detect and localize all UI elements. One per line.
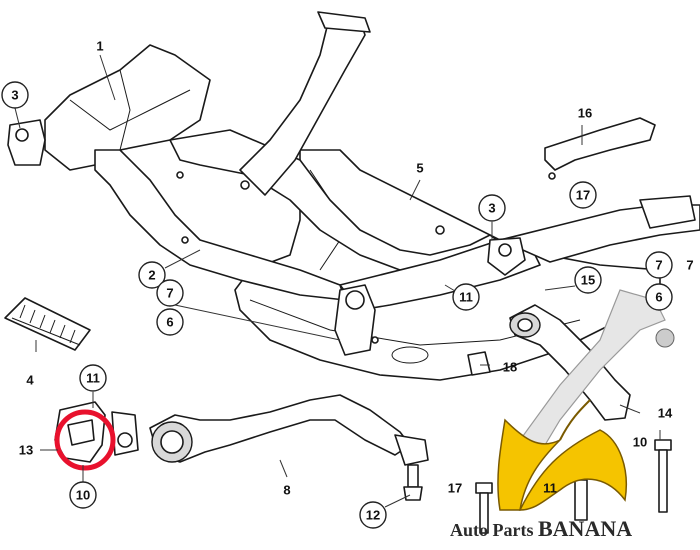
control-arm-8 [149,394,429,501]
label-part-11-center: 11 [459,290,473,305]
label-part-1: 1 [96,39,103,54]
label-part-5: 5 [416,161,423,176]
bracket-16 [544,117,656,180]
label-part-18: 18 [503,360,517,375]
label-part-6-right: 6 [655,290,662,305]
callouts: 1 3 5 3 16 17 2 7 6 4 11 13 10 8 12 11 1… [1,39,694,529]
label-part-14: 14 [658,406,673,421]
label-part-15: 15 [581,273,595,288]
label-part-11-left: 11 [86,371,100,386]
label-part-7-right: 7 [655,258,662,273]
label-part-13: 13 [19,443,33,458]
label-part-12: 12 [366,508,380,523]
watermark-logo: Auto Parts BANANA [450,289,675,541]
highlight-circle [54,409,116,471]
label-part-6-left: 6 [166,315,173,330]
label-part-17-top: 17 [576,188,590,203]
svg-text:Auto Parts BANANA: Auto Parts BANANA [450,516,632,541]
bolt-10 [654,439,672,513]
bushing-18 [467,351,491,376]
label-part-10-left: 10 [76,488,90,503]
label-part-16: 16 [578,106,592,121]
brand-prefix: Auto Parts [450,520,538,540]
front-axle-carrier [7,11,700,356]
label-part-11-bottom: 11 [543,481,557,496]
bushing-bracket-13 [54,401,139,471]
label-part-4: 4 [26,373,34,388]
label-part-2: 2 [148,268,155,283]
brand-main: BANANA [538,516,632,541]
label-part-8: 8 [283,483,290,498]
label-part-10-right: 10 [633,435,647,450]
bolt-17 [475,482,493,534]
label-part-7-edge: 7 [686,258,693,273]
label-part-3-right: 3 [488,201,495,216]
label-part-17-bottom: 17 [448,481,462,496]
control-arm-14 [509,304,631,421]
leader-lines [14,54,661,508]
label-part-3-left: 3 [11,88,18,103]
label-part-7-left: 7 [166,286,173,301]
rubber-pad-4 [4,297,91,351]
bolt-right-edge [574,479,588,521]
